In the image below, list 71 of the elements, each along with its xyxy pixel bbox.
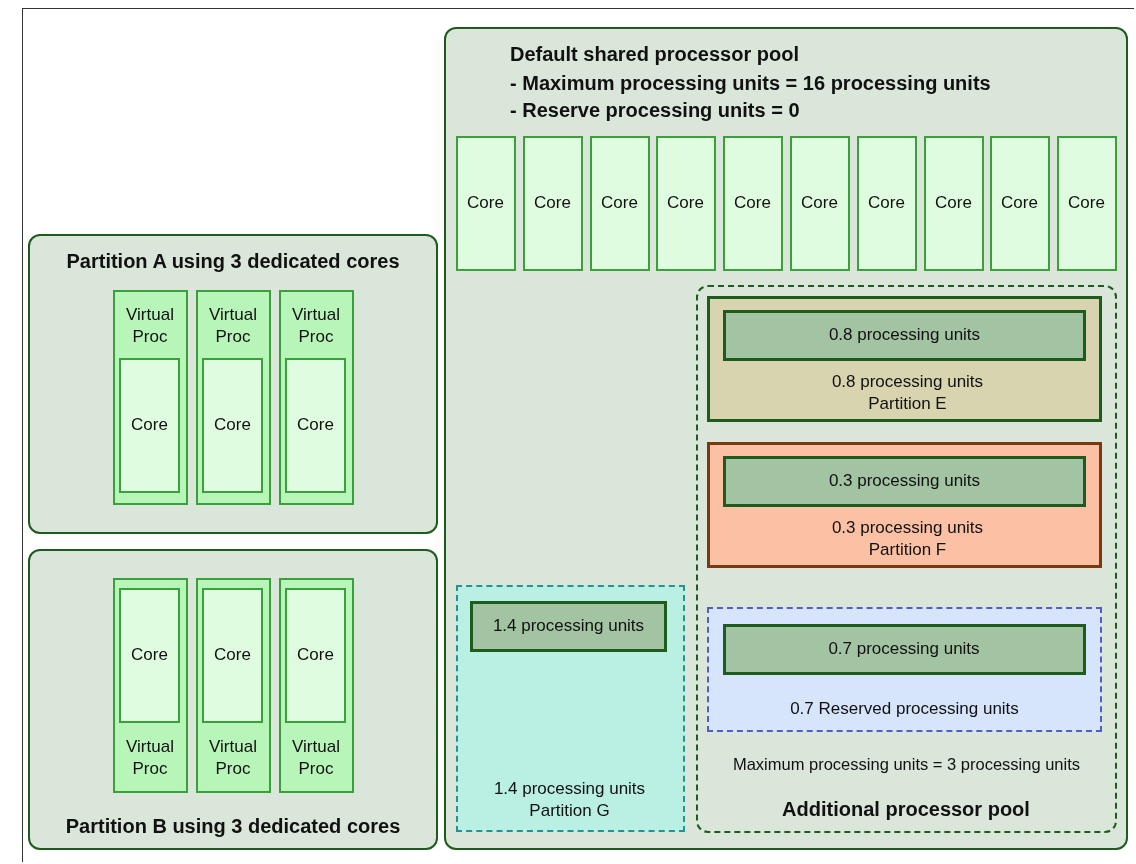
label: 0.7 processing units [827, 637, 981, 660]
label: Virtual Proc [125, 735, 175, 780]
core-box [1056, 135, 1117, 271]
label: Core [800, 191, 839, 214]
heading: Partition A using 3 dedicated cores [65, 249, 401, 274]
label: 0.8 processing units Partition E [830, 371, 985, 415]
core-box [202, 588, 263, 723]
heading: Additional processor pool [781, 796, 1031, 822]
label: Core [600, 191, 639, 214]
core-box [119, 358, 180, 493]
heading: Partition B using 3 dedicated cores [64, 814, 402, 839]
core-box [285, 358, 346, 493]
label: Virtual Proc [208, 303, 258, 348]
virtual-processor-box [112, 577, 188, 793]
core-box [989, 135, 1050, 271]
label: Core [296, 414, 335, 436]
core-box [119, 588, 180, 723]
label: Core [296, 644, 335, 666]
core-box [455, 135, 516, 271]
reserved-units-box [707, 607, 1102, 732]
label: Core [1000, 191, 1039, 214]
heading: Default shared processor pool [510, 42, 800, 67]
virtual-processor-box [278, 289, 354, 505]
partition-box [707, 296, 1102, 422]
virtual-processor-box [195, 289, 271, 505]
label: Core [130, 414, 169, 436]
heading: - Reserve processing units = 0 [510, 98, 801, 123]
label: 0.7 Reserved processing units [789, 698, 1020, 720]
core-box [522, 135, 583, 271]
label: Core [934, 191, 973, 214]
partition-panel [28, 234, 438, 534]
virtual-processor-box [195, 577, 271, 793]
label: Virtual Proc [125, 303, 175, 348]
partition-box [455, 584, 685, 832]
core-box [202, 358, 263, 493]
shared-pool-panel [444, 27, 1128, 850]
processor-pool-box [695, 284, 1117, 833]
label: Core [666, 191, 705, 214]
label: Virtual Proc [208, 735, 258, 780]
label: 0.3 processing units [827, 470, 982, 492]
label: Core [213, 644, 252, 666]
label: Core [533, 191, 572, 214]
core-box [655, 135, 716, 271]
core-box [789, 135, 850, 271]
label: Core [466, 191, 505, 214]
core-box [589, 135, 650, 271]
label: Core [733, 191, 772, 214]
core-box [856, 135, 917, 271]
label: Maximum processing units = 3 processing units [731, 753, 1082, 775]
virtual-processor-box [278, 577, 354, 793]
virtual-processor-box [112, 289, 188, 505]
heading: - Maximum processing units = 16 processing units [510, 71, 992, 96]
label: 0.3 processing units Partition F [830, 517, 985, 561]
core-box [923, 135, 984, 271]
partition-box [707, 442, 1102, 568]
label: 1.4 processing units [491, 615, 646, 637]
processing-units-bar [722, 623, 1086, 675]
processing-units-bar [723, 310, 1086, 361]
label: Core [867, 191, 906, 214]
processing-units-bar [470, 601, 667, 652]
label: 0.8 processing units [827, 324, 982, 346]
label: Virtual Proc [291, 303, 341, 348]
processing-units-bar [723, 456, 1086, 507]
partition-panel [28, 549, 438, 850]
label: Core [130, 644, 169, 666]
label: 1.4 processing units Partition G [492, 777, 647, 822]
core-box [722, 135, 783, 271]
label: Core [213, 414, 252, 436]
core-box [285, 588, 346, 723]
label: Virtual Proc [291, 735, 341, 780]
label: Core [1067, 191, 1106, 214]
